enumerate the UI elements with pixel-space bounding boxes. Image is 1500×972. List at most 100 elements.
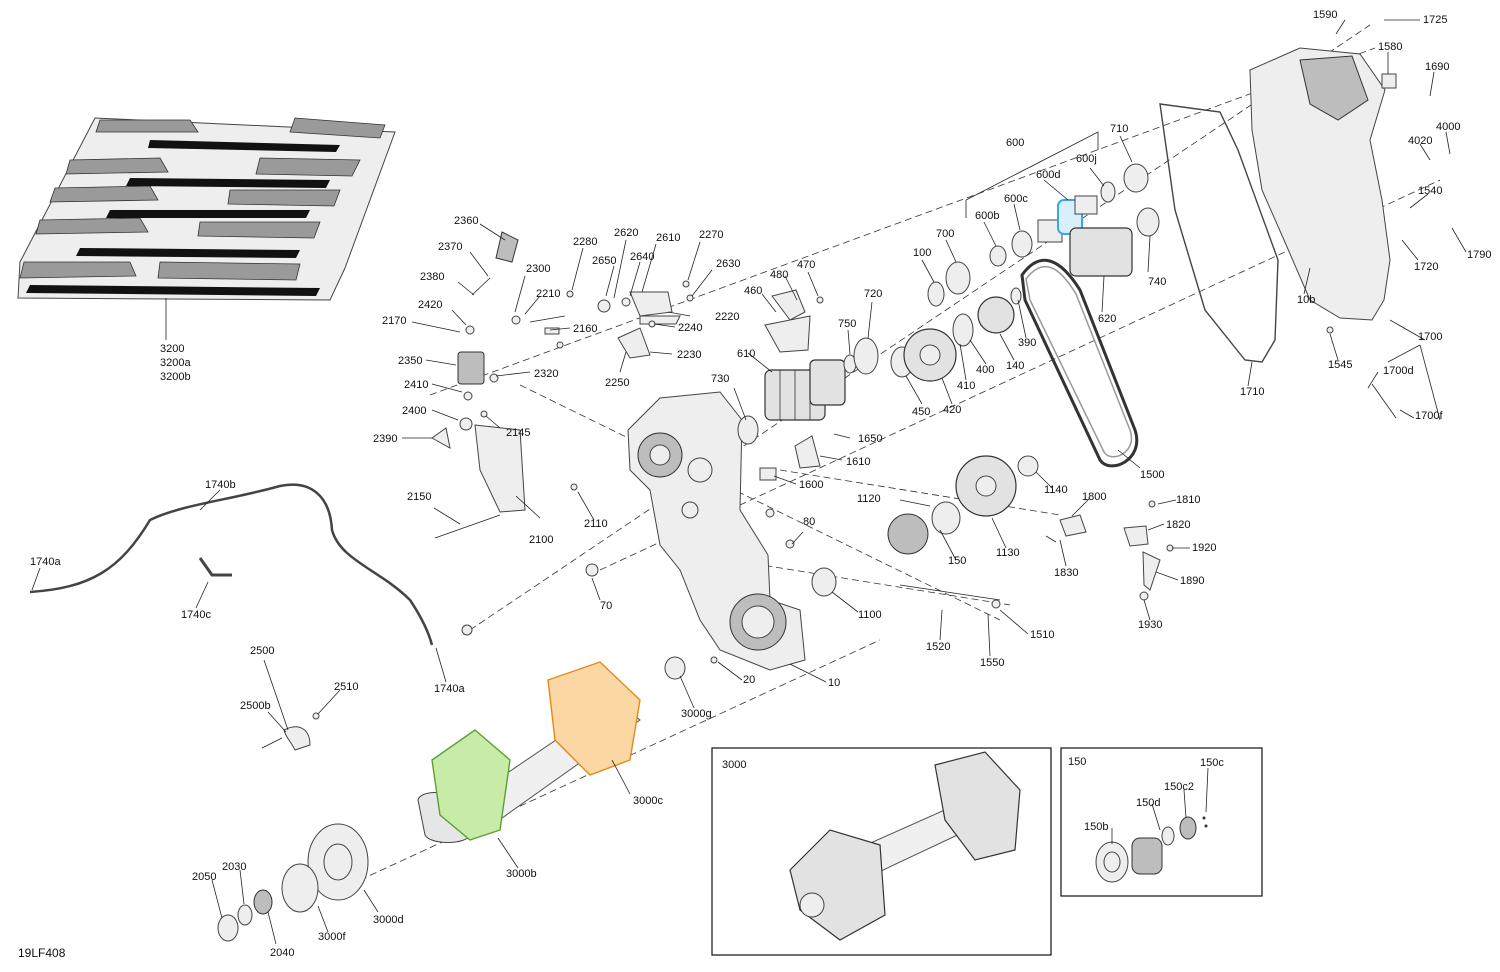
callout-400: 400	[976, 364, 994, 376]
callout-470: 470	[797, 259, 815, 271]
callout-1740a-left: 1740a	[30, 556, 61, 568]
callout-1140: 1140	[1044, 484, 1068, 496]
callout-3000c: 3000c	[633, 795, 663, 807]
callout-600d: 600d	[1036, 169, 1060, 181]
callout-150c: 150c	[1200, 757, 1224, 769]
callout-1790: 1790	[1467, 249, 1491, 261]
callout-2270: 2270	[699, 229, 723, 241]
callout-150b: 150b	[1084, 821, 1108, 833]
callout-1550: 1550	[980, 657, 1004, 669]
callout-2145: 2145	[506, 427, 530, 439]
callout-2160: 2160	[573, 323, 597, 335]
callout-450: 450	[912, 406, 930, 418]
callout-2280: 2280	[573, 236, 597, 248]
callout-1500: 1500	[1140, 469, 1164, 481]
callout-3200: 3200	[160, 343, 184, 355]
callout-1700: 1700	[1418, 331, 1442, 343]
callout-2390: 2390	[373, 433, 397, 445]
callout-2220: 2220	[715, 311, 739, 323]
detail-box-150-title: 150	[1068, 756, 1086, 768]
callout-2640: 2640	[630, 251, 654, 263]
track-3200	[17, 117, 396, 301]
shift-lever-assembly	[431, 231, 694, 539]
callout-150: 150	[948, 555, 966, 567]
callout-140: 140	[1006, 360, 1024, 372]
callout-1650: 1650	[858, 433, 882, 445]
callout-610: 610	[737, 348, 755, 360]
figure-code: 19LF408	[18, 946, 66, 960]
callout-1690: 1690	[1425, 61, 1449, 73]
callout-100: 100	[913, 247, 931, 259]
callout-labels: 3200 3200a 3200b 2360 2370 2380 2420 217…	[18, 9, 1491, 960]
callout-1545: 1545	[1328, 359, 1352, 371]
callout-1810: 1810	[1176, 494, 1200, 506]
callout-1120: 1120	[857, 493, 881, 505]
callout-1830: 1830	[1054, 567, 1078, 579]
callout-2370: 2370	[438, 241, 462, 253]
detail-box-3000	[711, 747, 1052, 956]
callout-2300: 2300	[526, 263, 550, 275]
callout-1130: 1130	[996, 547, 1020, 559]
callout-1720: 1720	[1414, 261, 1438, 273]
sprocket-3000c	[547, 661, 641, 776]
callout-2500b: 2500b	[240, 700, 271, 712]
detail-box-3000-title: 3000	[722, 759, 746, 771]
gear-shafts	[737, 163, 1160, 445]
sprocket-3000b	[431, 729, 511, 841]
callout-4000: 4000	[1436, 121, 1460, 133]
callout-1540: 1540	[1418, 185, 1442, 197]
callout-150d: 150d	[1136, 797, 1160, 809]
callout-1590: 1590	[1313, 9, 1337, 21]
callout-480: 480	[770, 269, 788, 281]
callout-3200a: 3200a	[160, 357, 191, 369]
callout-2170: 2170	[382, 315, 406, 327]
callout-1740b: 1740b	[205, 479, 236, 491]
callout-700: 700	[936, 228, 954, 240]
leader-lines	[31, 19, 1467, 945]
drive-chain-1500	[1020, 258, 1139, 468]
gasket-1710	[1159, 103, 1279, 363]
callout-1710: 1710	[1240, 386, 1264, 398]
callout-750: 750	[838, 318, 856, 330]
callout-2400: 2400	[402, 405, 426, 417]
rear-cover-1700	[1249, 47, 1397, 419]
callout-410: 410	[957, 380, 975, 392]
callout-710: 710	[1110, 123, 1128, 135]
callout-1610: 1610	[846, 456, 870, 468]
callout-600b: 600b	[975, 210, 999, 222]
callout-2410: 2410	[404, 379, 428, 391]
callout-2250: 2250	[605, 377, 629, 389]
callout-1800: 1800	[1082, 491, 1106, 503]
callout-20: 20	[743, 674, 755, 686]
gearcase-housing	[461, 391, 806, 679]
callout-1920: 1920	[1192, 542, 1216, 554]
callout-1600: 1600	[799, 479, 823, 491]
middle-row-parts	[759, 435, 1174, 609]
callout-2420: 2420	[418, 299, 442, 311]
callout-1520: 1520	[926, 641, 950, 653]
callout-1740c: 1740c	[181, 609, 211, 621]
callout-3000f: 3000f	[318, 931, 346, 943]
callout-4020: 4020	[1408, 135, 1432, 147]
callout-2050: 2050	[192, 871, 216, 883]
callout-3000g: 3000g	[681, 708, 712, 720]
callout-730: 730	[711, 373, 729, 385]
inset-bearing-drawing	[1095, 816, 1208, 883]
drive-axle-3000	[217, 656, 686, 942]
callout-2620: 2620	[614, 227, 638, 239]
callout-600: 600	[1006, 137, 1024, 149]
callout-2240: 2240	[678, 322, 702, 334]
callout-1930: 1930	[1138, 619, 1162, 631]
callout-740: 740	[1148, 276, 1166, 288]
callout-3200b: 3200b	[160, 371, 191, 383]
callout-10: 10	[828, 677, 840, 689]
callout-10b: 10b	[1297, 294, 1315, 306]
inset-axle-drawing	[789, 751, 1021, 941]
callout-2500: 2500	[250, 645, 274, 657]
callout-2630: 2630	[716, 258, 740, 270]
callout-2030: 2030	[222, 861, 246, 873]
callout-2040: 2040	[270, 947, 294, 959]
callout-150c2: 150c2	[1164, 781, 1194, 793]
callout-2610: 2610	[656, 232, 680, 244]
callout-1725: 1725	[1423, 14, 1447, 26]
